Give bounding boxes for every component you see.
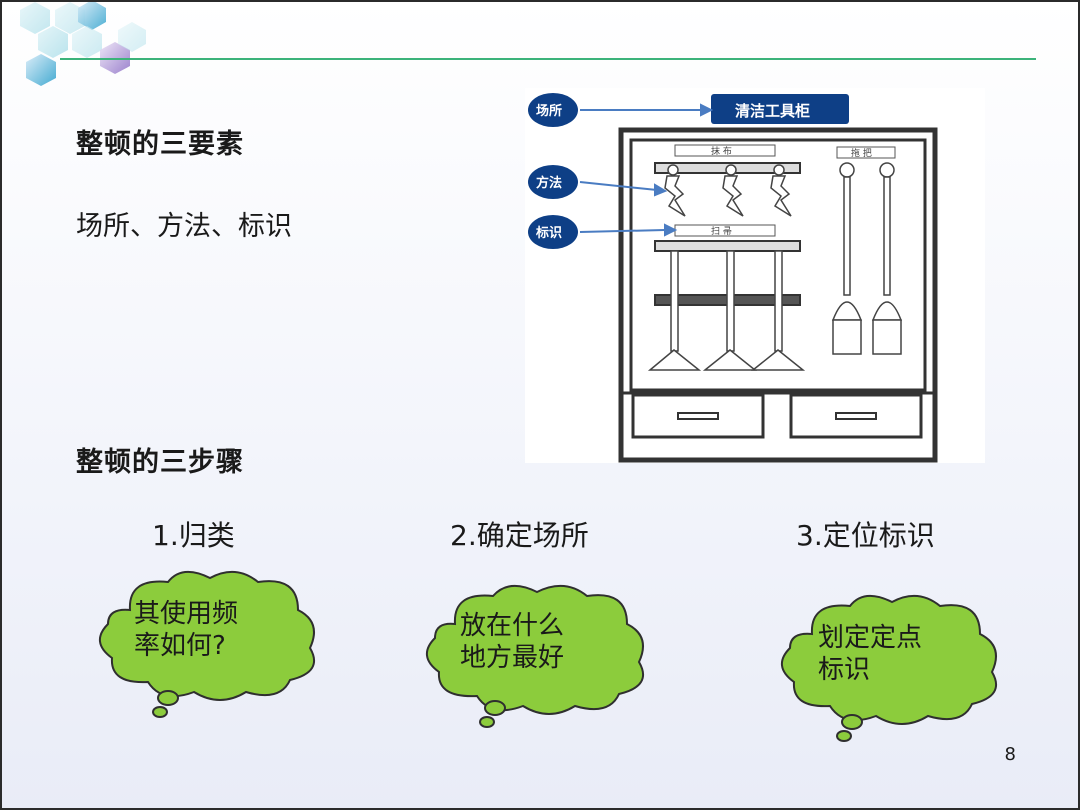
tag-method: 方法: [536, 176, 563, 191]
section-title-steps: 整顿的三步骤: [76, 447, 244, 478]
shelf-label-mop: 拖 把: [851, 149, 872, 159]
shelf-label-broom: 扫 帚: [711, 227, 732, 237]
step-2-label: 2.确定场所: [450, 519, 589, 552]
header-divider-line: [60, 58, 1036, 60]
cleaning-cabinet-diagram: 场所 方法 标识 清洁工具柜 抹 布 扫 帚 拖 把: [525, 88, 985, 463]
shelf-label-rag: 抹 布: [711, 147, 732, 157]
thought-bubble-1: [99, 571, 315, 718]
tag-place: 场所: [536, 104, 563, 119]
tag-label: 标识: [536, 226, 563, 241]
step-1-label: 1.归类: [152, 519, 235, 552]
bubble-2-text: 放在什么 地方最好: [460, 611, 565, 673]
thought-bubble-2: [426, 585, 644, 728]
hexagon-decoration: [20, 0, 146, 86]
step-3-label: 3.定位标识: [796, 519, 935, 552]
thought-bubble-3: [781, 595, 997, 742]
page-number: 8: [1004, 744, 1016, 765]
elements-list-text: 场所、方法、标识: [76, 211, 292, 242]
cabinet-title: 清洁工具柜: [735, 102, 811, 120]
bubble-3-text: 划定定点 标识: [818, 623, 923, 685]
section-title-elements: 整顿的三要素: [76, 129, 244, 160]
bubble-1-text: 其使用频 率如何?: [134, 599, 239, 661]
